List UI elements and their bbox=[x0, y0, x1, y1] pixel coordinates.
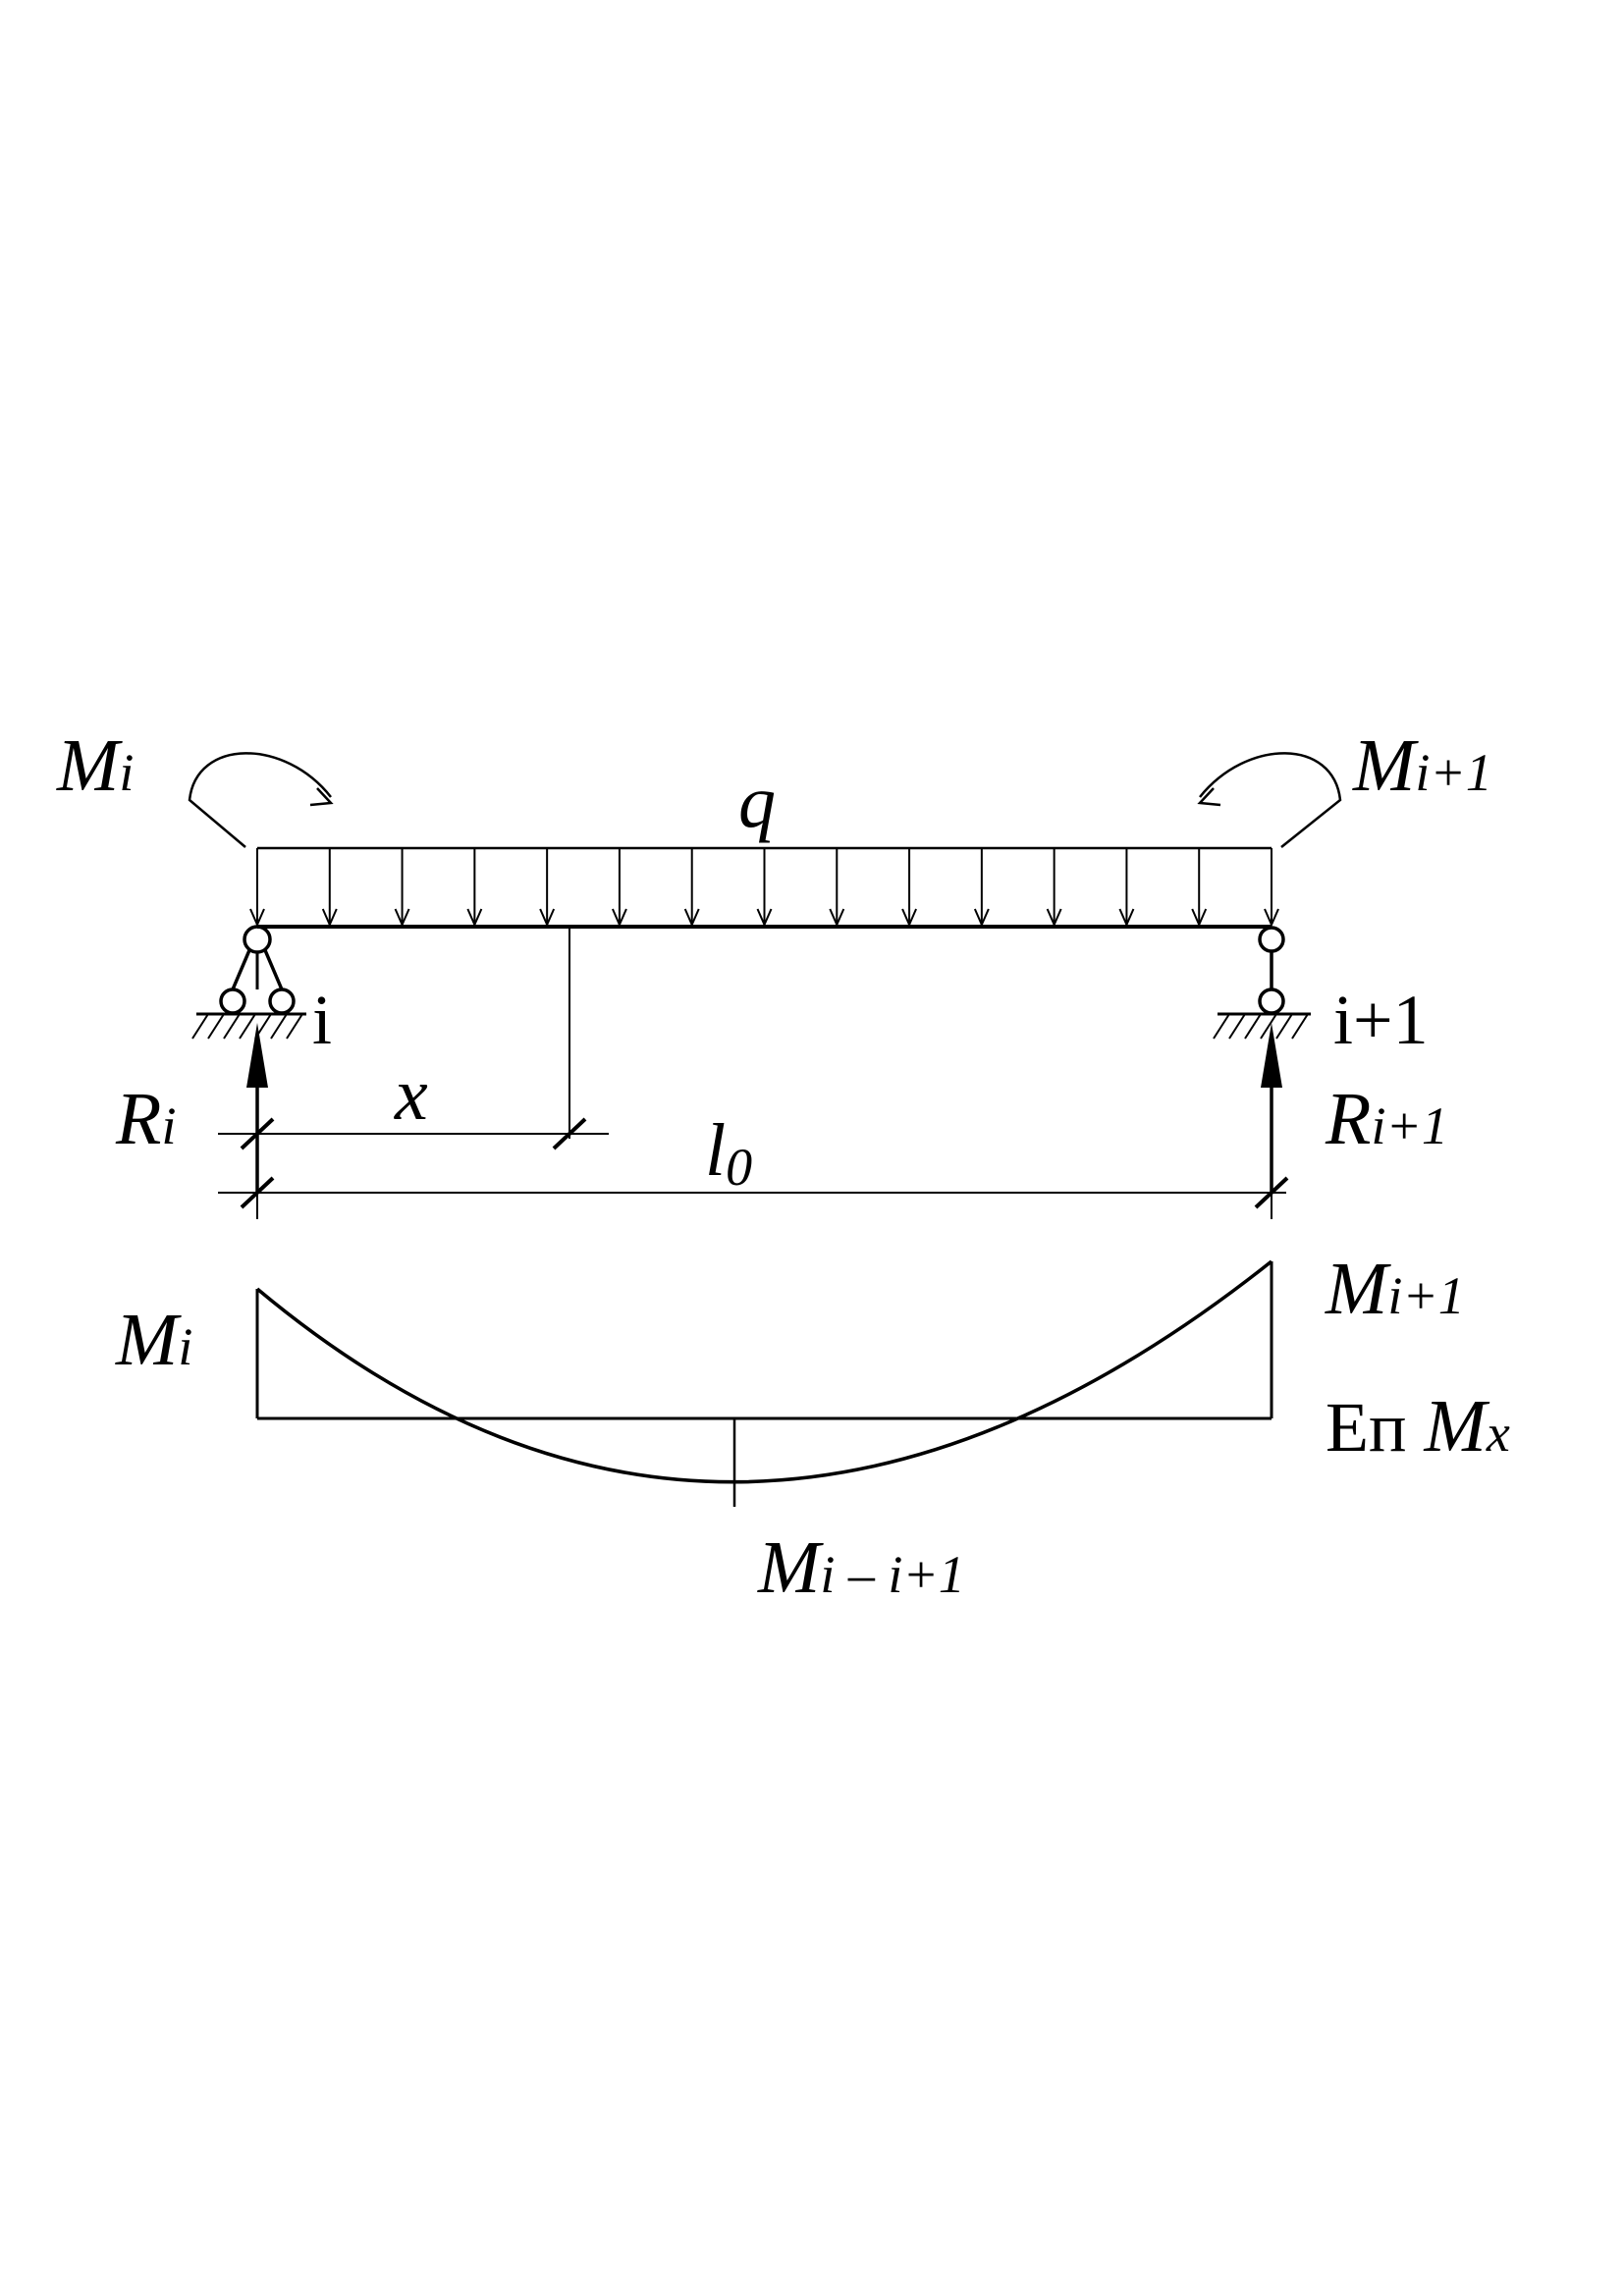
left-reaction-label: Ri bbox=[115, 1078, 176, 1160]
load-arrow-head bbox=[1118, 908, 1135, 928]
load-arrow-head bbox=[1264, 908, 1279, 928]
load-arrow-head bbox=[539, 908, 556, 928]
right-support-label: i+1 bbox=[1333, 981, 1429, 1059]
left-support-label: i bbox=[312, 981, 332, 1059]
left-reaction-arrow bbox=[246, 1023, 268, 1193]
load-arrow-head bbox=[1046, 908, 1062, 928]
moment-diagram bbox=[255, 1259, 1273, 1507]
load-arrow-head bbox=[249, 908, 265, 928]
load-arrow-head bbox=[466, 908, 483, 928]
x-dimension-label: x bbox=[394, 1053, 428, 1136]
right-moment-label: Mi+1 bbox=[1352, 724, 1492, 807]
load-arrow-head bbox=[394, 908, 410, 928]
left-moment-arrow bbox=[188, 752, 334, 848]
load-arrow-head bbox=[321, 908, 338, 928]
load-arrow-head bbox=[756, 908, 773, 928]
right-roller-support bbox=[1213, 926, 1311, 1040]
load-arrow-head bbox=[612, 908, 627, 928]
moment-curve bbox=[255, 1259, 1273, 1484]
diagram-right-value-label: Mi+1 bbox=[1325, 1248, 1465, 1330]
diagram-mid-value-label: Mi – i+1 bbox=[757, 1526, 965, 1609]
load-arrows bbox=[249, 848, 1279, 928]
dimension-x bbox=[218, 1117, 609, 1150]
right-reaction-label: Ri+1 bbox=[1325, 1078, 1448, 1160]
load-label: q bbox=[738, 761, 776, 843]
load-arrow-head bbox=[683, 908, 700, 928]
right-moment-arrow bbox=[1197, 752, 1342, 848]
span-label: l0 bbox=[705, 1109, 752, 1197]
load-arrow-head bbox=[829, 908, 845, 928]
right-reaction-arrow bbox=[1261, 1023, 1282, 1193]
load-arrow-head bbox=[901, 908, 917, 928]
left-moment-label: Mi bbox=[56, 724, 134, 807]
load-arrow-head bbox=[973, 908, 990, 928]
load-arrow-head bbox=[1191, 908, 1208, 928]
left-pin-support bbox=[191, 925, 306, 1040]
dimension-span bbox=[218, 1176, 1289, 1219]
distributed-load bbox=[249, 846, 1279, 928]
diagram-left-value-label: Mi bbox=[115, 1299, 192, 1381]
